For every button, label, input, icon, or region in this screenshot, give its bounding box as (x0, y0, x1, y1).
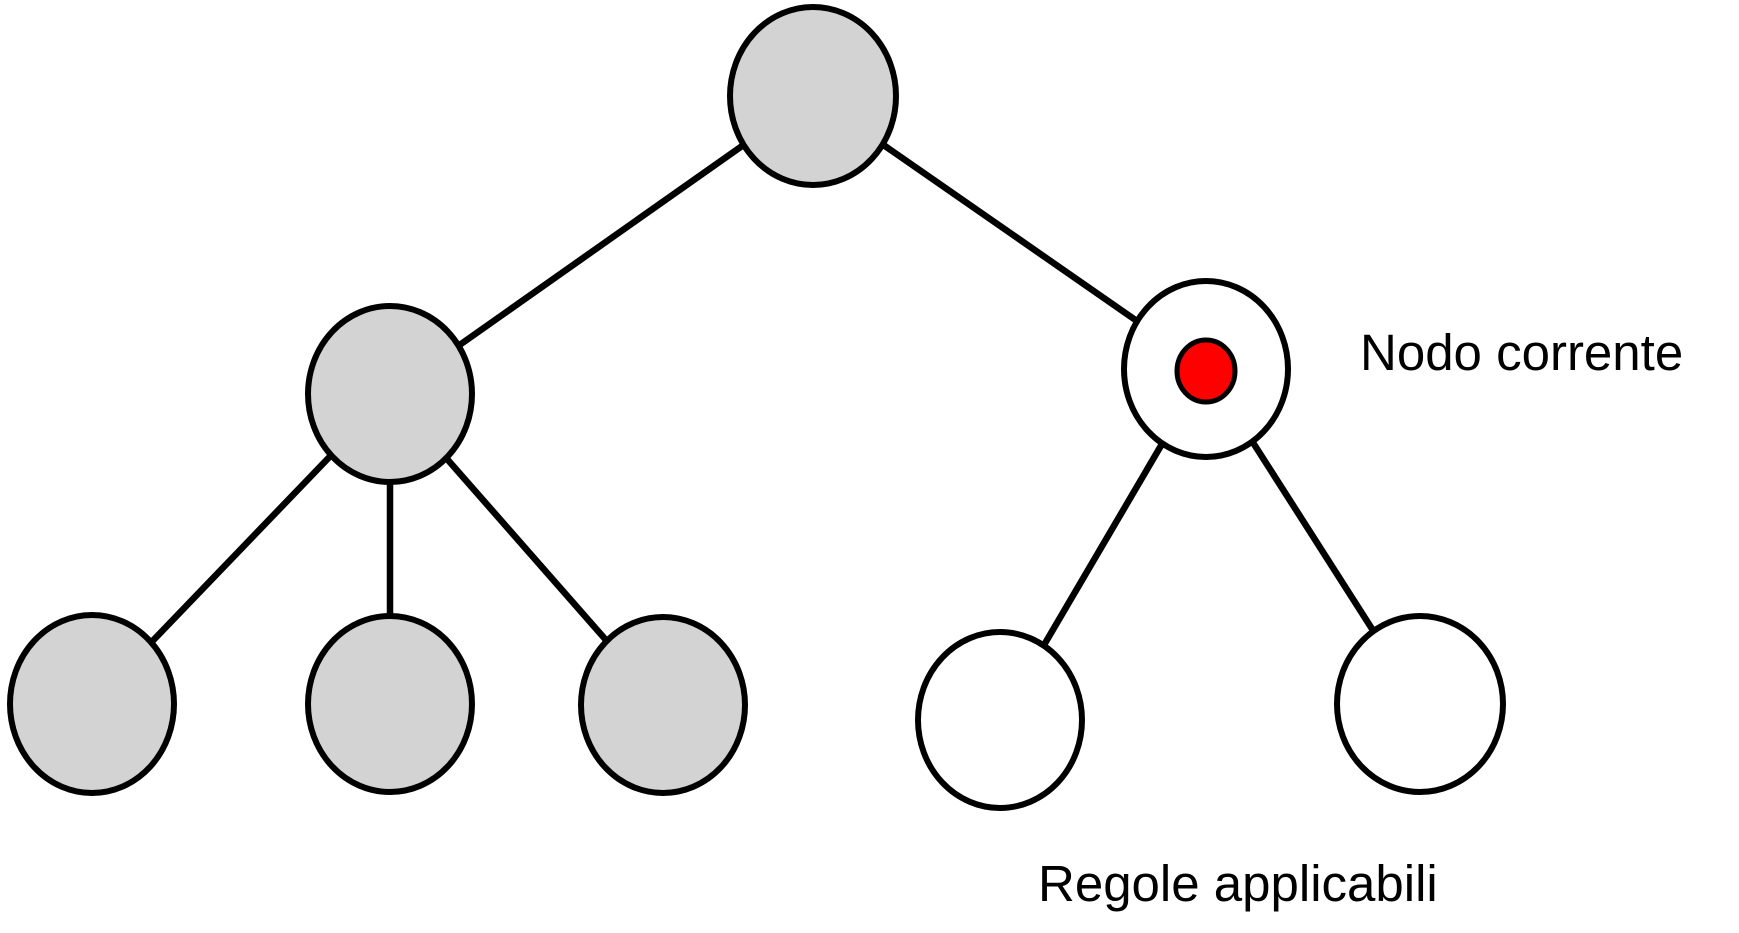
applicable-rules-label: Regole applicabili (1038, 855, 1438, 912)
tree-node-leaf-2 (305, 613, 475, 795)
nodes-layer (7, 4, 1506, 811)
tree-node-left-child (305, 303, 475, 485)
current-node-red-dot (1174, 337, 1238, 405)
tree-node-rule-2 (1334, 613, 1506, 795)
current-marker-layer (1174, 337, 1238, 405)
tree-node-root (727, 4, 899, 188)
tree-node-leaf-1 (7, 612, 177, 796)
current-node-label: Nodo corrente (1360, 324, 1683, 381)
tree-node-rule-1 (915, 629, 1085, 811)
tree-node-leaf-3 (578, 614, 748, 796)
